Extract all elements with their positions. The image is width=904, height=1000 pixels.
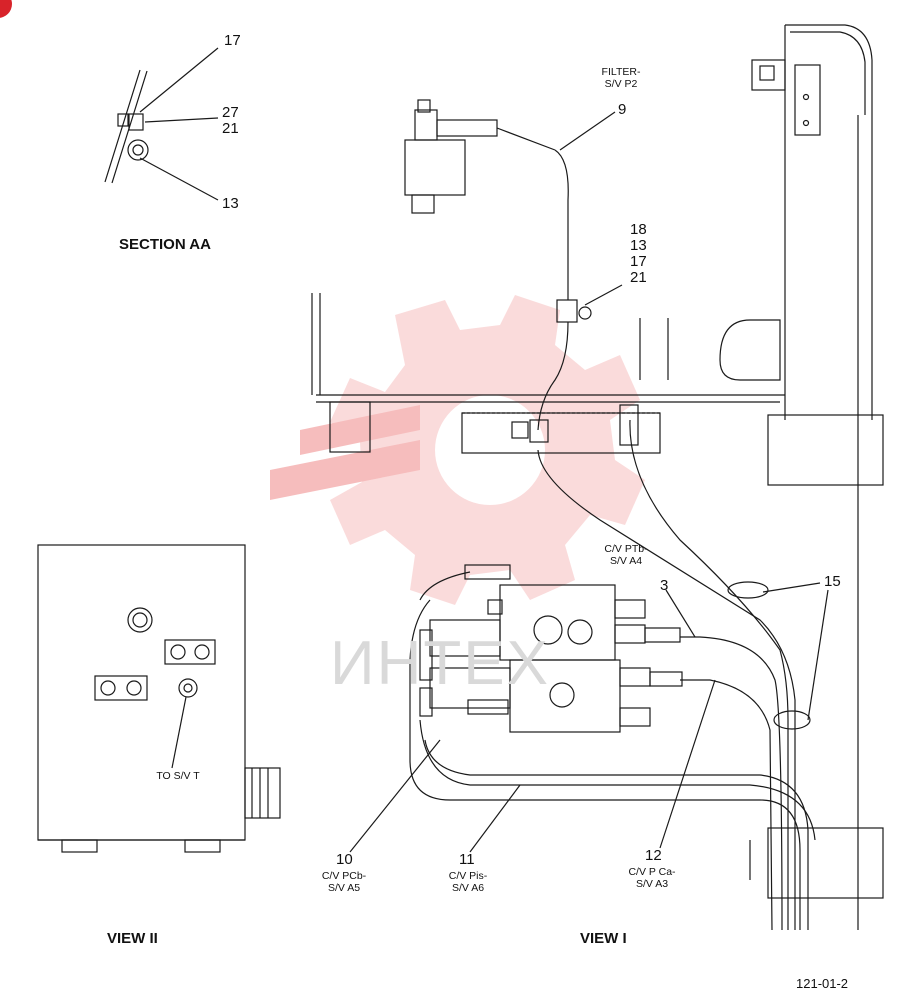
callout-3: 3 xyxy=(660,577,669,594)
filter-label: FILTER- S/V P2 xyxy=(601,66,641,90)
line-art xyxy=(37,24,884,931)
leader-lines xyxy=(349,111,829,853)
corner-mark xyxy=(0,0,12,18)
cv-pcb-label: C/V PCb- S/V A5 xyxy=(321,870,367,894)
callout-stack-18: 18 xyxy=(630,221,647,238)
callout-stack-21: 21 xyxy=(630,269,647,286)
callout-13: 13 xyxy=(222,195,239,212)
section-aa-title: SECTION AA xyxy=(119,236,211,253)
section-aa-detail xyxy=(104,47,219,201)
watermark-logo xyxy=(270,295,645,605)
callout-15: 15 xyxy=(824,573,841,590)
callout-17: 17 xyxy=(224,32,241,49)
callout-10: 10 xyxy=(336,851,353,868)
callout-stack: 18 13 17 21 xyxy=(630,222,647,286)
callout-11: 11 xyxy=(459,851,475,868)
callout-12: 12 xyxy=(645,847,662,864)
to-sv-t-label: TO S/V T xyxy=(156,770,200,782)
callout-21: 21 xyxy=(222,120,239,137)
frame-structure xyxy=(311,24,884,930)
hose-bundle xyxy=(409,404,816,931)
watermark-text: ИНТЕХ xyxy=(330,629,550,698)
cv-pca-label: C/V P Ca- S/V A3 xyxy=(628,866,676,890)
callout-9: 9 xyxy=(618,101,627,118)
hose-clamp xyxy=(537,284,623,431)
cv-ptb-label: C/V PTb- S/V A4 xyxy=(604,543,648,567)
callout-stack-13: 13 xyxy=(630,237,647,254)
filter-valve xyxy=(404,99,569,300)
view-ii-title: VIEW II xyxy=(107,930,158,947)
control-valve-block xyxy=(419,564,683,733)
drawing-reference: 121-01-2 xyxy=(796,976,849,991)
callout-stack-17: 17 xyxy=(630,253,647,270)
callout-27: 27 xyxy=(222,104,239,121)
cv-pis-label: C/V Pis- S/V A6 xyxy=(448,870,488,894)
view-ii-detail xyxy=(37,544,281,853)
view-i-title: VIEW I xyxy=(580,930,627,947)
